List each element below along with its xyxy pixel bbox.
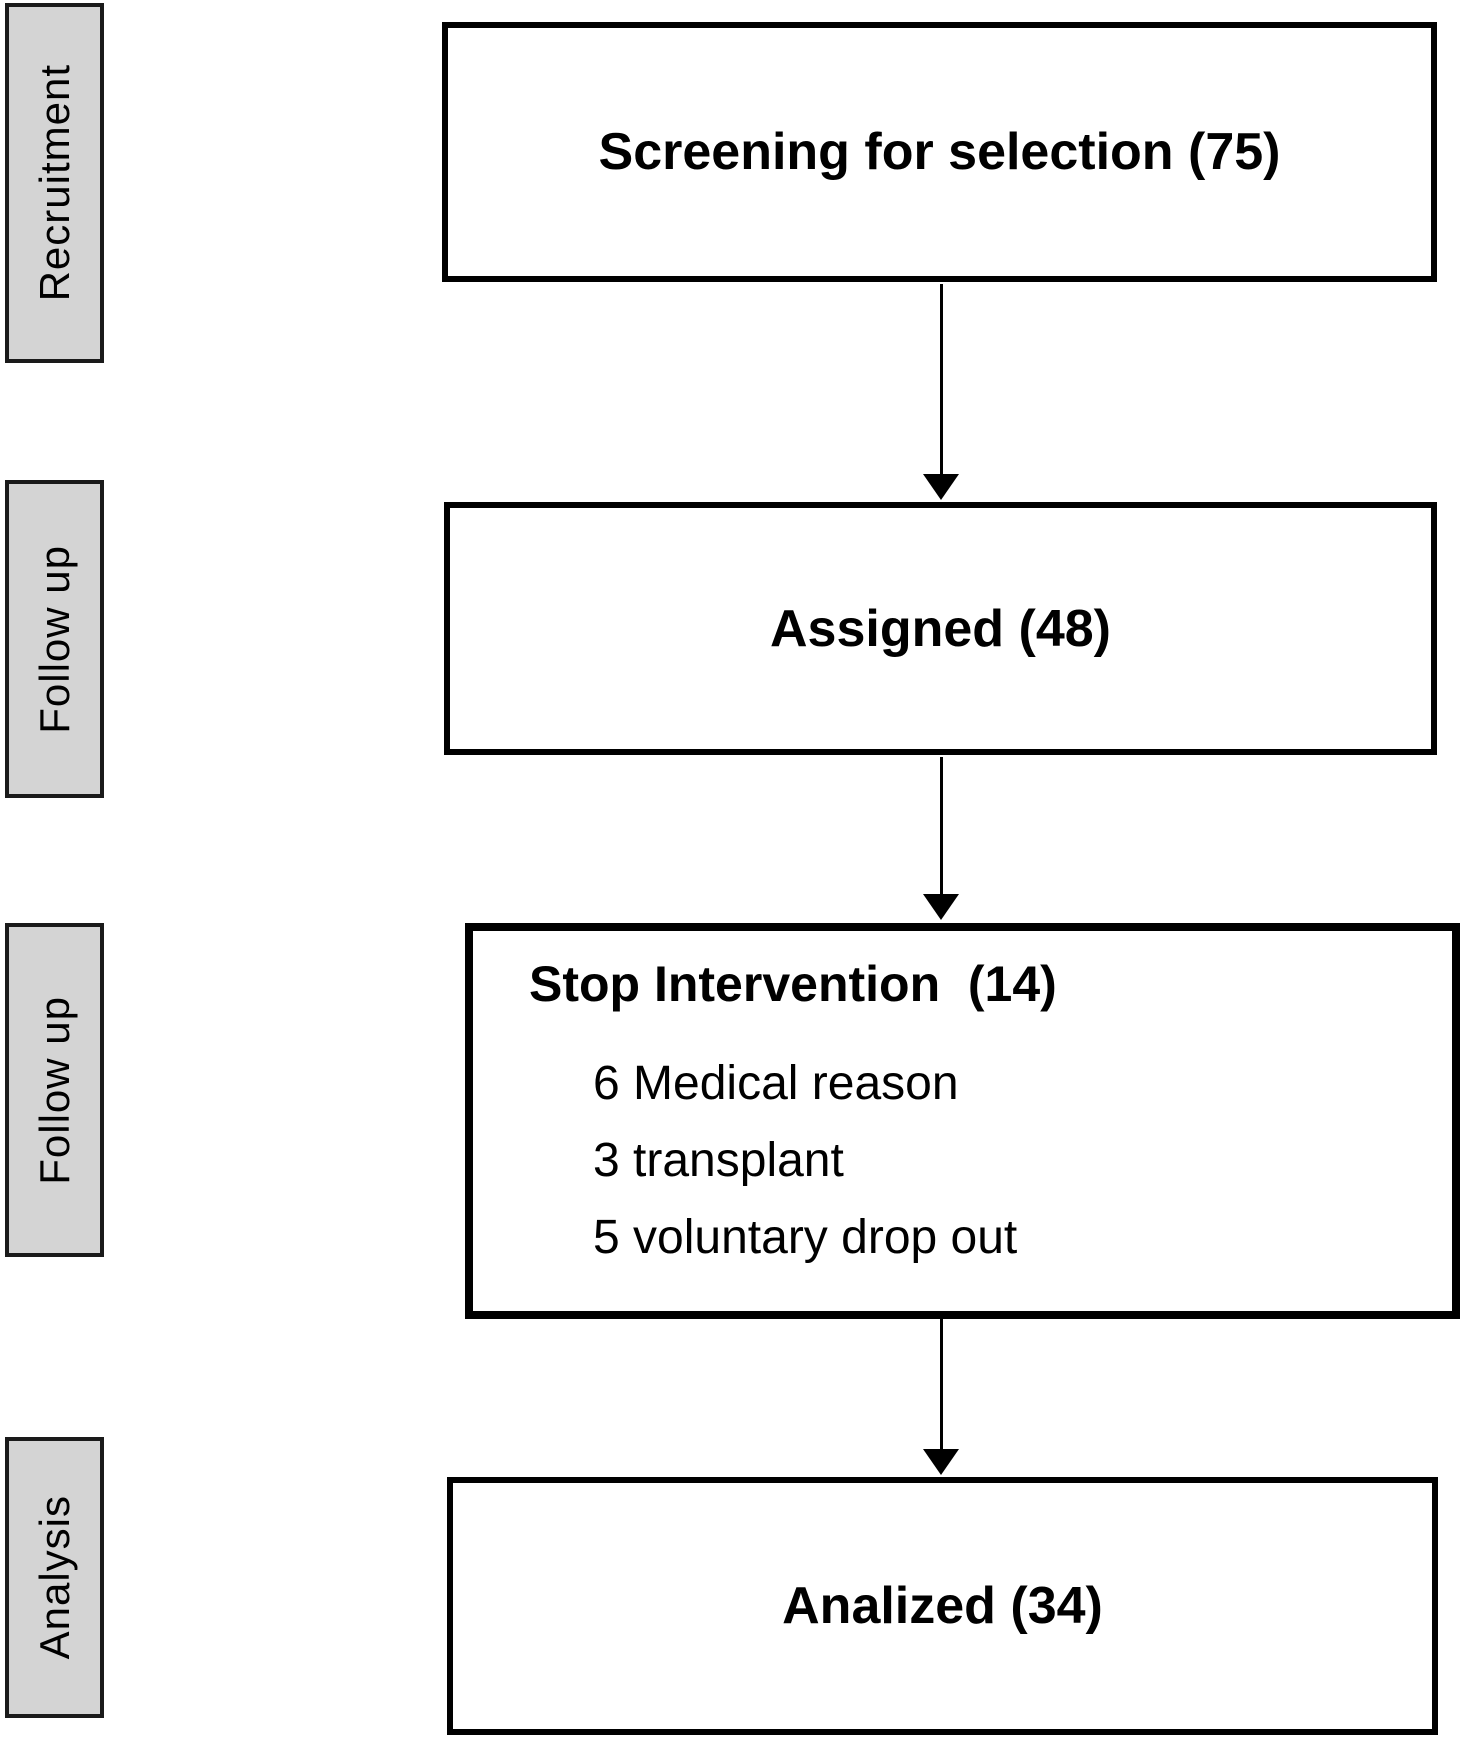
screening-box: Screening for selection (75) xyxy=(442,22,1437,282)
arrow-shaft xyxy=(939,284,943,476)
stage-label-follow-up-2: Follow up xyxy=(5,923,104,1257)
arrow-assigned-to-stop xyxy=(923,757,959,920)
arrow-shaft xyxy=(939,1319,943,1451)
stage-label-text: Follow up xyxy=(30,995,78,1185)
stop-reason-list: 6 Medical reason 3 transplant 5 voluntar… xyxy=(593,1045,1432,1276)
stage-label-text: Follow up xyxy=(30,544,78,734)
stage-label-text: Analysis xyxy=(30,1495,78,1660)
stage-label-analysis: Analysis xyxy=(5,1437,104,1718)
stage-label-follow-up-1: Follow up xyxy=(5,480,104,798)
arrow-shaft xyxy=(939,757,943,896)
arrow-head-icon xyxy=(923,1449,959,1475)
arrow-head-icon xyxy=(923,894,959,920)
stop-intervention-box: Stop Intervention (14) 6 Medical reason … xyxy=(465,923,1460,1319)
arrow-head-icon xyxy=(923,474,959,500)
stop-reason-item: 6 Medical reason xyxy=(593,1057,959,1110)
assigned-box: Assigned (48) xyxy=(444,502,1437,755)
stop-reason-item: 3 transplant xyxy=(593,1134,844,1187)
stage-label-recruitment: Recruitment xyxy=(5,3,104,363)
arrow-screening-to-assigned xyxy=(923,284,959,500)
analyzed-box: Analized (34) xyxy=(447,1477,1438,1735)
analyzed-box-title: Analized (34) xyxy=(782,1577,1103,1635)
stop-reason-item: 5 voluntary drop out xyxy=(593,1211,1018,1264)
arrow-stop-to-analyzed xyxy=(923,1319,959,1475)
stage-label-text: Recruitment xyxy=(30,64,78,302)
screening-box-title: Screening for selection (75) xyxy=(598,123,1281,181)
assigned-box-title: Assigned (48) xyxy=(770,599,1111,658)
stop-intervention-title: Stop Intervention (14) xyxy=(529,956,1057,1012)
